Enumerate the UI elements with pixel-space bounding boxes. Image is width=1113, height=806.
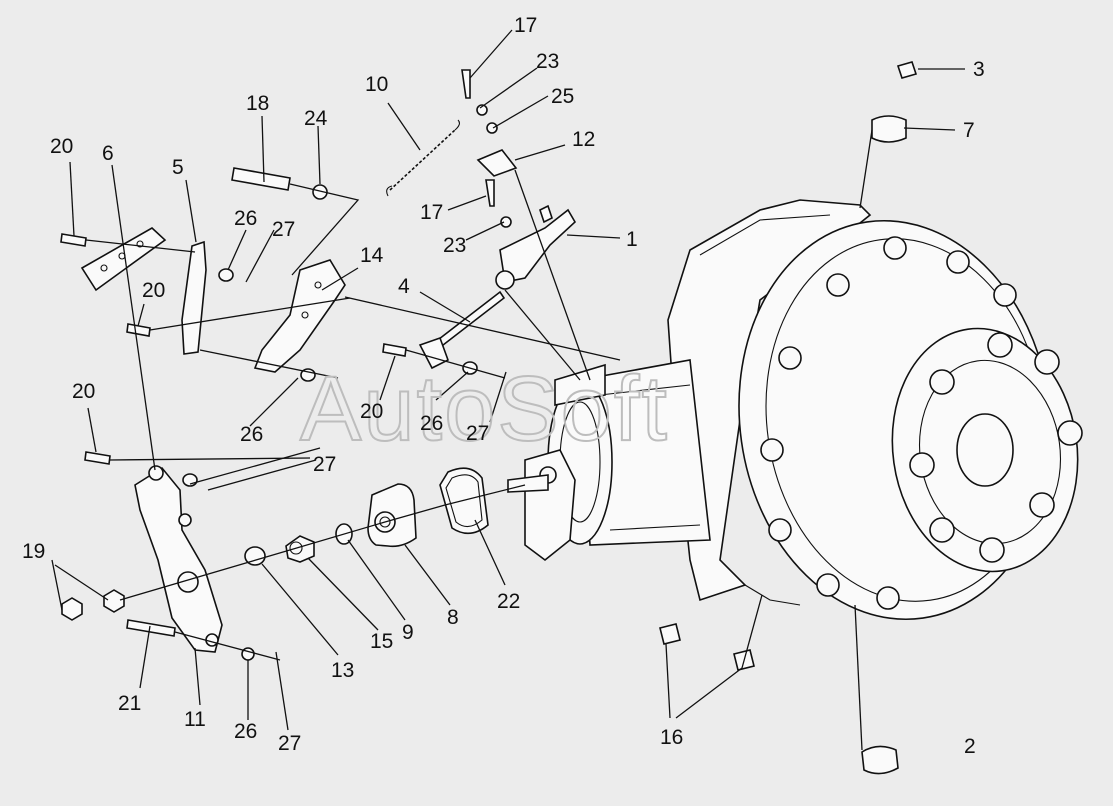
bolt-18 (231, 167, 291, 191)
spring (389, 129, 456, 191)
plug-2 (861, 745, 899, 775)
nut-19b (103, 589, 125, 613)
callout-26-bottom: 26 (234, 720, 257, 743)
callout-18: 18 (246, 92, 269, 115)
bracket-12 (476, 149, 518, 177)
callout-6: 6 (102, 142, 114, 165)
callout-7: 7 (963, 119, 975, 142)
callout-8: 8 (447, 606, 459, 629)
washer-24 (312, 184, 328, 200)
nut-19a (61, 597, 83, 621)
pin-20b (126, 323, 151, 337)
pin-20a (60, 233, 87, 247)
callout-27-top: 27 (272, 218, 295, 241)
nut (285, 535, 315, 563)
callout-5: 5 (172, 156, 184, 179)
flange-bolts (760, 236, 1017, 610)
cover-plate (367, 483, 417, 548)
callout-27-bottom: 27 (278, 732, 301, 755)
hub-bolts (909, 332, 1083, 563)
callout-15: 15 (370, 630, 393, 653)
arm-5 (181, 240, 207, 355)
pin-20d (382, 343, 407, 357)
callout-20-mid: 20 (142, 279, 165, 302)
callout-1: 1 (626, 228, 638, 251)
callout-20-low: 20 (72, 380, 95, 403)
callout-23-mid: 23 (443, 234, 466, 257)
callout-25: 25 (551, 85, 574, 108)
washer-26a (218, 268, 234, 282)
callout-17-top: 17 (514, 14, 537, 37)
callout-9: 9 (402, 621, 414, 644)
assembly-lines (85, 169, 621, 661)
callout-20-center: 20 (360, 400, 383, 423)
lever (134, 465, 223, 653)
callout-3: 3 (973, 58, 985, 81)
washer-23b (500, 216, 512, 228)
washer-26c (182, 473, 198, 487)
cap-7 (871, 115, 907, 143)
callout-11: 11 (184, 708, 206, 731)
callout-26-top: 26 (234, 207, 257, 230)
callout-24: 24 (304, 107, 328, 130)
callout-2: 2 (964, 735, 976, 758)
callout-10: 10 (365, 73, 388, 96)
callout-26-mid: 26 (240, 423, 263, 446)
pin-21 (126, 619, 176, 637)
spring-hook (386, 119, 460, 197)
washer-25 (486, 122, 498, 134)
plug-16a (659, 623, 681, 645)
callout-20-top: 20 (50, 135, 73, 158)
callout-19: 19 (22, 540, 45, 563)
bolt-17b (485, 179, 495, 207)
pin-20c (84, 451, 111, 465)
callout-13: 13 (331, 659, 354, 682)
callout-22: 22 (497, 590, 520, 613)
washer (244, 546, 266, 566)
callout-27-mid: 27 (313, 453, 336, 476)
valve (495, 204, 577, 290)
callout-21: 21 (118, 692, 141, 715)
callout-17-mid: 17 (420, 201, 443, 224)
callout-4: 4 (398, 275, 410, 298)
final-drive-housing (667, 199, 1083, 621)
callout-27-center: 27 (466, 422, 489, 445)
callout-12: 12 (572, 128, 595, 151)
bolt-17a (461, 69, 471, 99)
watermark: AutoSoft (300, 358, 669, 460)
callout-26-center: 26 (420, 412, 443, 435)
bracket-14 (253, 259, 346, 373)
washer-23a (476, 104, 488, 116)
callout-labels: 1 2 3 4 5 6 7 8 9 10 11 12 13 14 15 16 1… (22, 14, 985, 758)
leader-lines (51, 29, 965, 751)
callout-23-top: 23 (536, 50, 559, 73)
callout-16: 16 (660, 726, 683, 749)
callout-14: 14 (360, 244, 384, 267)
brake-bracket (507, 363, 606, 562)
bolt-3 (896, 61, 918, 79)
